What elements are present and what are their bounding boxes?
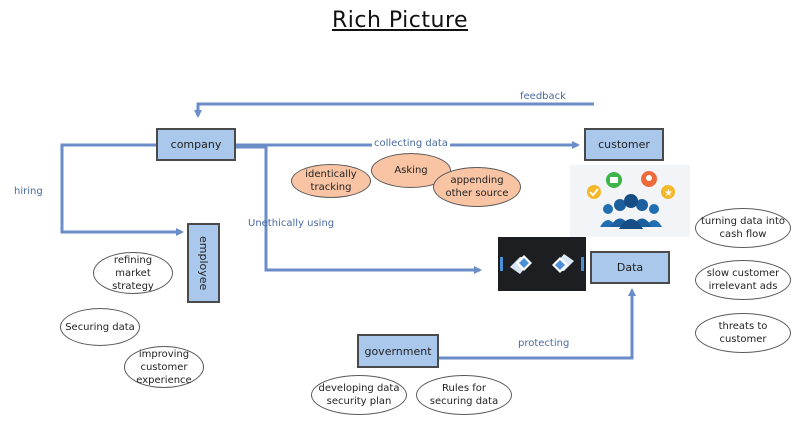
- securing-text: Securing data: [65, 321, 135, 333]
- feedback-arrow: [194, 102, 594, 118]
- unethically-using-label: Unethically using: [248, 218, 335, 229]
- data-box-label: Data: [616, 261, 644, 274]
- customers-group-icon: ★: [570, 165, 690, 237]
- hiring-label: hiring: [14, 186, 43, 197]
- threats-text: threats to customer: [718, 321, 768, 345]
- improving-text: improving customer experience: [136, 348, 192, 386]
- employee-box[interactable]: employee: [187, 223, 220, 303]
- protecting-arrow: [439, 288, 636, 360]
- feedback-label: feedback: [520, 91, 566, 102]
- appending-text: appending other source: [445, 175, 509, 199]
- customer-box-label: customer: [598, 138, 650, 151]
- employee-box-label: employee: [197, 235, 210, 291]
- hiring-arrow: [60, 143, 184, 236]
- slow-oval: slow customer irrelevant ads: [695, 260, 791, 300]
- rules-text: Rules for securing data: [429, 383, 499, 407]
- protecting-label: protecting: [518, 338, 570, 349]
- unethically-using-arrow: [236, 145, 482, 274]
- securing-oval: Securing data: [60, 308, 140, 346]
- company-box[interactable]: company: [156, 128, 236, 161]
- turning-oval: turning data into cash flow: [695, 208, 791, 248]
- rules-oval: Rules for securing data: [416, 375, 512, 415]
- company-box-label: company: [170, 138, 222, 151]
- refining-oval: refining market strategy: [93, 252, 173, 294]
- developing-text: developing data security plan: [318, 383, 400, 407]
- identically-tracking-oval: identically tracking: [291, 164, 371, 198]
- identically-tracking-text: identically tracking: [305, 169, 357, 193]
- threats-oval: threats to customer: [695, 313, 791, 353]
- government-box[interactable]: government: [357, 334, 439, 368]
- refining-text: refining market strategy: [112, 254, 154, 292]
- data-exchange-icon: [498, 237, 586, 291]
- developing-oval: developing data security plan: [311, 375, 407, 415]
- improving-oval: improving customer experience: [124, 346, 204, 388]
- customer-box[interactable]: customer: [584, 128, 664, 161]
- government-box-label: government: [364, 344, 432, 358]
- turning-text: turning data into cash flow: [700, 216, 786, 240]
- slow-text: slow customer irrelevant ads: [706, 268, 780, 292]
- svg-text:★: ★: [664, 188, 673, 199]
- data-box[interactable]: Data: [590, 251, 670, 284]
- diagram-title: Rich Picture: [331, 8, 469, 33]
- asking-text: Asking: [394, 165, 428, 176]
- appending-oval: appending other source: [433, 167, 521, 207]
- collecting-data-label: collecting data: [372, 138, 450, 149]
